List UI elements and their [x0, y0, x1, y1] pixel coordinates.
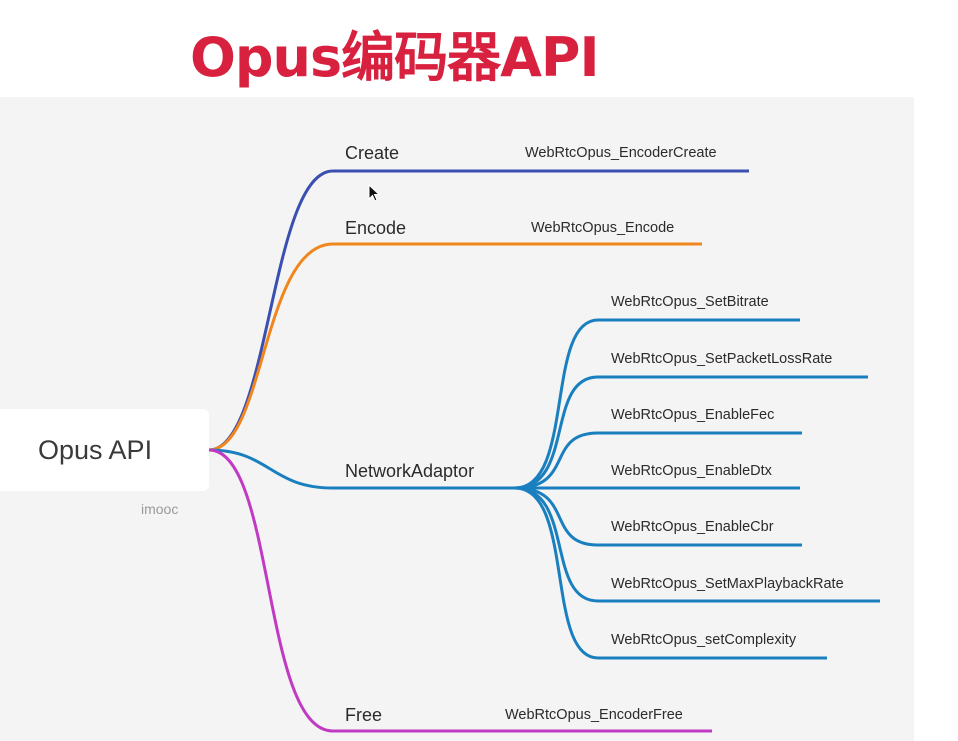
branch-network-label[interactable]: NetworkAdaptor: [345, 461, 475, 481]
leaf-encoder-create[interactable]: WebRtcOpus_EncoderCreate: [525, 145, 717, 161]
connector-net-1: [514, 318, 800, 490]
connector-encode: [208, 242, 423, 452]
connector-free: [208, 448, 423, 733]
connector-network: [208, 448, 515, 490]
connector-lines: [208, 169, 880, 733]
branch-create-label[interactable]: Create: [345, 143, 400, 163]
connector-net-6: [514, 486, 880, 603]
root-node-label: Opus API: [38, 435, 153, 465]
leaf-enable-fec[interactable]: WebRtcOpus_EnableFec: [611, 407, 775, 423]
leaf-set-bitrate[interactable]: WebRtcOpus_SetBitrate: [611, 294, 769, 310]
root-node[interactable]: [0, 409, 209, 491]
watermark: imooc: [141, 501, 179, 517]
branch-free-label[interactable]: Free: [345, 705, 383, 725]
leaf-encode[interactable]: WebRtcOpus_Encode: [531, 220, 675, 236]
leaf-set-packet-loss-rate[interactable]: WebRtcOpus_SetPacketLossRate: [611, 351, 833, 367]
connector-net-7: [514, 486, 827, 660]
leaf-set-max-playback-rate[interactable]: WebRtcOpus_SetMaxPlaybackRate: [611, 576, 844, 592]
connector-net-2: [514, 375, 868, 490]
mouse-cursor-icon: [368, 184, 380, 202]
leaf-enable-cbr[interactable]: WebRtcOpus_EnableCbr: [611, 519, 774, 535]
connector-create: [208, 169, 423, 452]
mindmap-canvas: Opus API imooc Create Encode NetworkAdap…: [0, 97, 914, 741]
leaf-enable-dtx[interactable]: WebRtcOpus_EnableDtx: [611, 463, 772, 479]
leaf-set-complexity[interactable]: WebRtcOpus_setComplexity: [611, 632, 797, 648]
page-title: Opus编码器API: [190, 26, 600, 89]
leaf-encoder-free[interactable]: WebRtcOpus_EncoderFree: [505, 707, 683, 723]
connector-net-5: [514, 486, 802, 547]
connector-net-3: [514, 431, 802, 490]
branch-encode-label[interactable]: Encode: [345, 218, 407, 238]
